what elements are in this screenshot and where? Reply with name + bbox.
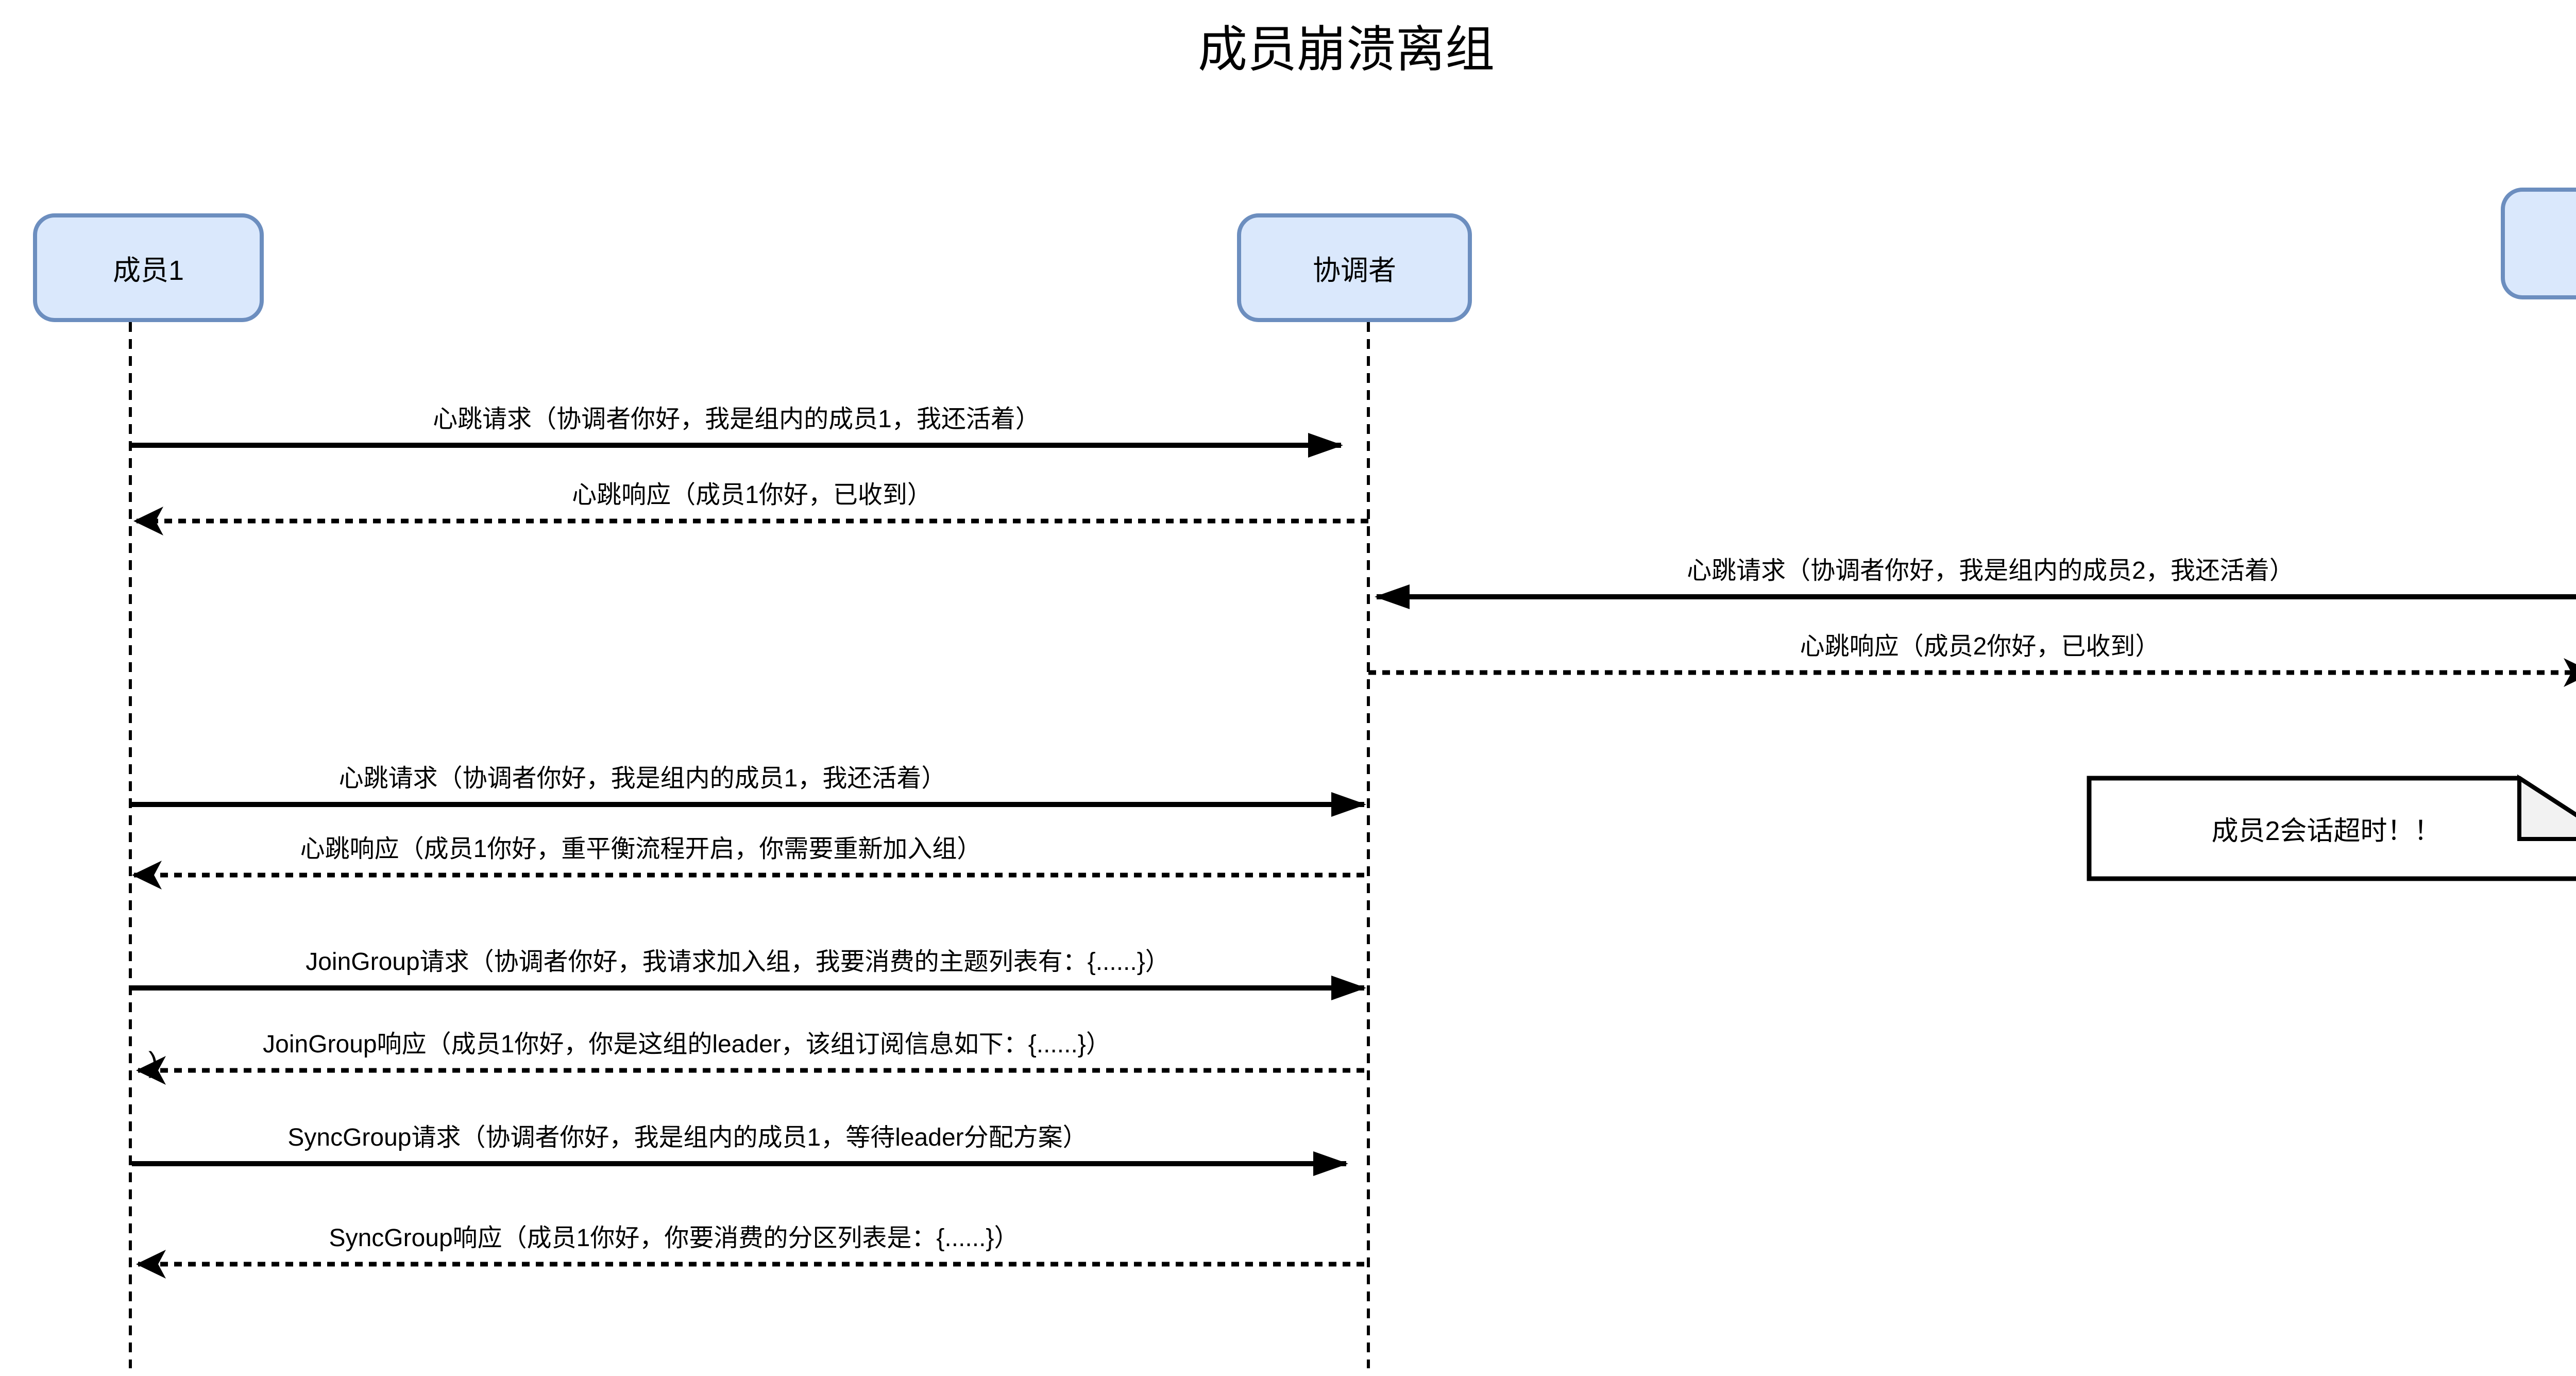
stray-paren: ) [148, 1046, 158, 1078]
message-label: JoinGroup请求（协调者你好，我请求加入组，我要消费的主题列表有：{...… [306, 948, 1170, 976]
note-fold [2517, 774, 2576, 841]
message-label: 心跳请求（协调者你好，我是组内的成员1，我还活着） [433, 406, 1040, 433]
actor-box-member1: 成员1 [33, 213, 264, 322]
actor-box-member2: 成员2 [2501, 188, 2576, 299]
diagram-title: 成员崩溃离组 [1198, 22, 1495, 77]
actor-label-member1: 成员1 [112, 255, 184, 286]
actor-label-coordinator: 协调者 [1313, 255, 1396, 286]
message-label: 心跳请求（协调者你好，我是组内的成员1，我还活着） [338, 765, 946, 792]
note-text: 成员2会话超时！！ [2211, 816, 2441, 846]
actor-box-coordinator: 协调者 [1237, 213, 1472, 322]
message-label: 心跳请求（协调者你好，我是组内的成员2，我还活着） [1687, 557, 2294, 584]
message-label: 心跳响应（成员1你好，重平衡流程开启，你需要重新加入组） [300, 835, 982, 863]
message-label: 心跳响应（成员2你好，已收到） [1800, 633, 2160, 660]
note-box [2087, 776, 2576, 881]
message-label: SyncGroup请求（协调者你好，我是组内的成员1，等待leader分配方案） [287, 1124, 1088, 1151]
message-label: JoinGroup响应（成员1你好，你是这组的leader，该组订阅信息如下：{… [263, 1031, 1111, 1058]
message-label: 心跳响应（成员1你好，已收到） [572, 481, 932, 509]
message-label: SyncGroup响应（成员1你好，你要消费的分区列表是：{......}） [329, 1224, 1019, 1252]
messages-layer [132, 433, 2576, 1279]
